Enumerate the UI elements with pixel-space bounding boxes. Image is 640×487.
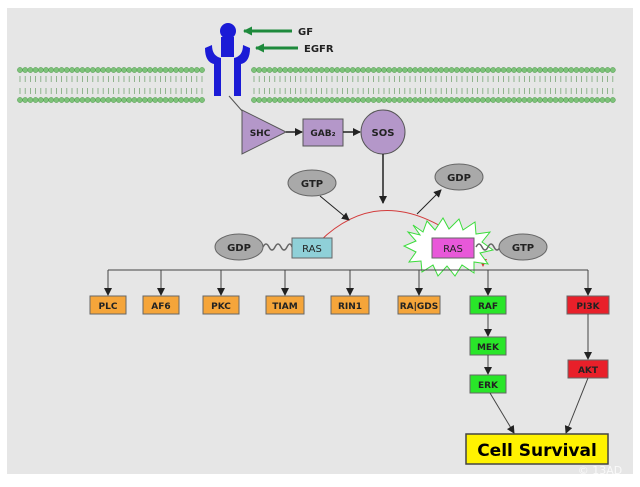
gdp-left-label: GDP [227, 243, 251, 254]
erk-survival-arrow [489, 392, 515, 434]
gtp-top-node [287, 169, 337, 197]
rin1-label: RIN1 [338, 302, 362, 312]
cell-membrane [17, 67, 616, 103]
ragds-node [397, 295, 441, 315]
pi3k-label: PI3K [576, 302, 600, 312]
gtp-right-label: GTP [512, 243, 534, 254]
plc-label: PLC [99, 302, 118, 312]
erk-label: ERK [478, 381, 499, 391]
shc-node [241, 109, 288, 155]
effector-drops [104, 270, 592, 296]
ras-active-node [431, 237, 475, 259]
rin1-node [330, 295, 370, 315]
gf-label: GF [298, 27, 313, 38]
plc-node [89, 295, 127, 315]
gtp-in-arrow [319, 195, 350, 221]
cell-survival-label: Cell Survival [477, 441, 597, 461]
shc-label: SHC [250, 129, 271, 139]
cell-survival-node [465, 433, 609, 465]
egfr-receptor [205, 23, 250, 96]
ras-inactive-node [291, 237, 333, 259]
pkc-label: PKC [211, 302, 231, 312]
gtp-linker [475, 243, 501, 251]
gdp-top-node [434, 163, 484, 191]
af6-label: AF6 [151, 302, 170, 312]
ras-active-label: RAS [443, 244, 463, 255]
gtp-top-label: GTP [301, 179, 323, 190]
pkc-node [202, 295, 240, 315]
ragds-label: RA|GDS [400, 302, 439, 312]
gtp-right-node [498, 233, 548, 261]
akt-label: AKT [578, 366, 599, 376]
gdp-linker [262, 243, 293, 251]
gab2-label: GAB₂ [310, 129, 335, 139]
akt-survival-arrow [564, 377, 589, 434]
sos-label: SOS [372, 128, 395, 139]
egfr-label: EGFR [304, 44, 334, 55]
watermark: © 13AD [578, 464, 623, 477]
tiam-label: TIAM [272, 302, 297, 312]
tiam-node [265, 295, 305, 315]
erk-node [469, 374, 507, 394]
mek-label: MEK [477, 343, 500, 353]
raf-label: RAF [478, 302, 498, 312]
gf-ligand [220, 23, 236, 39]
af6-node [142, 295, 180, 315]
gdp-out-arrow [416, 189, 442, 215]
ras-inactive-label: RAS [302, 244, 322, 255]
gab2-node [302, 118, 344, 147]
gdp-top-label: GDP [447, 173, 471, 184]
